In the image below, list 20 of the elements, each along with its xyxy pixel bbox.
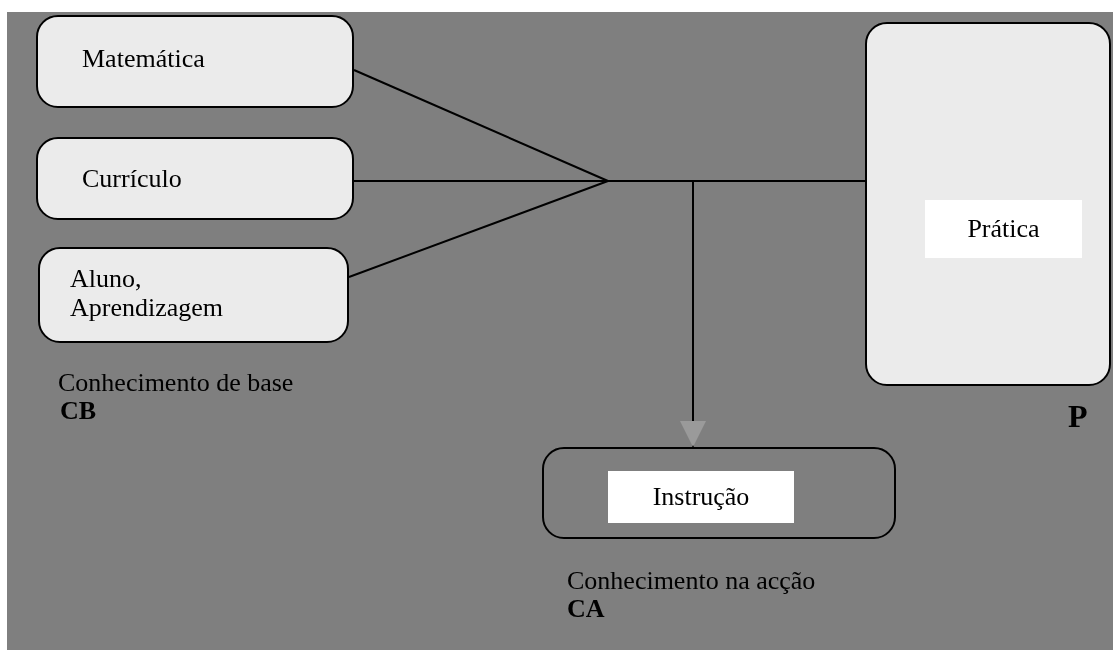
rounded-box (36, 15, 354, 108)
node-label: Matemática (82, 45, 205, 74)
node-label: Instrução (608, 471, 794, 523)
node-label: Prática (925, 200, 1082, 258)
connector-line (353, 69, 609, 182)
rounded-box (38, 247, 349, 343)
rounded-box (36, 137, 354, 220)
connector-line (348, 180, 609, 278)
connector-line (680, 180, 706, 448)
connector-line (607, 180, 694, 182)
connector-line (353, 180, 609, 182)
caption-text: CB (60, 396, 97, 426)
rounded-box (542, 447, 896, 539)
rounded-panel (865, 22, 1111, 386)
caption-text: CA (567, 594, 605, 624)
node-label: Currículo (82, 165, 182, 194)
caption-text: P (1068, 398, 1088, 435)
caption-text: Conhecimento na acção (567, 566, 816, 596)
caption-text: Conhecimento de base (58, 368, 294, 398)
node-label: Aluno, Aprendizagem (70, 265, 225, 323)
